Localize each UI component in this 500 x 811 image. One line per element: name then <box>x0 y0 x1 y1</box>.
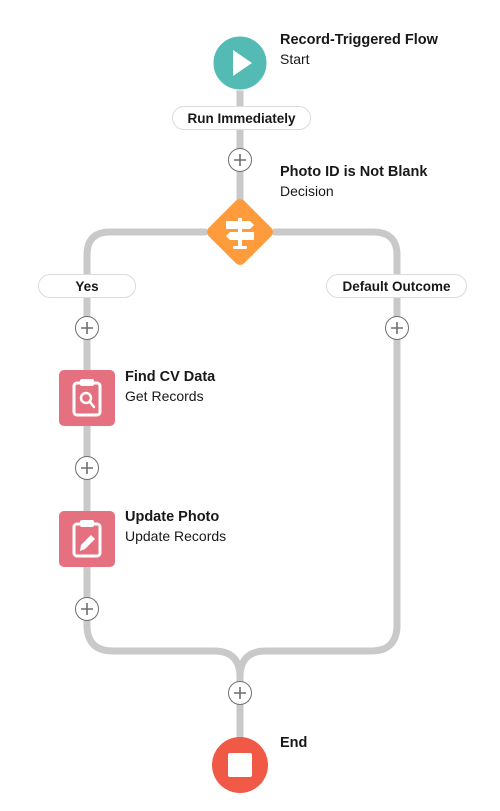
add-element-button[interactable] <box>75 316 99 340</box>
add-element-button[interactable] <box>75 597 99 621</box>
add-element-button[interactable] <box>385 316 409 340</box>
edit-clipboard-icon <box>72 520 102 558</box>
end-title: End <box>280 735 308 751</box>
update-records-subtitle: Update Records <box>125 528 227 544</box>
run-immediately-label[interactable]: Run Immediately <box>172 106 311 130</box>
search-clipboard-icon <box>72 379 102 417</box>
plus-icon <box>234 154 246 166</box>
plus-icon <box>81 603 93 615</box>
outcome-default-label[interactable]: Default Outcome <box>326 274 467 298</box>
outcome-yes-label[interactable]: Yes <box>38 274 136 298</box>
decision-subtitle: Decision <box>280 183 334 199</box>
plus-icon <box>81 322 93 334</box>
connector-yes-branch <box>83 228 244 681</box>
decision-node[interactable] <box>205 197 276 268</box>
connector-default-branch <box>236 228 401 681</box>
stop-icon <box>228 753 252 777</box>
play-icon <box>233 50 252 76</box>
get-records-subtitle: Get Records <box>125 388 204 404</box>
add-element-button[interactable] <box>228 148 252 172</box>
plus-icon <box>391 322 403 334</box>
update-records-title: Update Photo <box>125 509 220 525</box>
get-records-node[interactable] <box>59 370 115 426</box>
start-title: Record-Triggered Flow <box>280 32 438 48</box>
start-subtitle: Start <box>280 51 310 67</box>
decision-title: Photo ID is Not Blank <box>280 164 428 180</box>
start-node[interactable] <box>212 35 268 91</box>
end-node[interactable] <box>212 737 268 793</box>
add-element-button[interactable] <box>75 456 99 480</box>
plus-icon <box>234 687 246 699</box>
signpost-icon <box>226 218 254 249</box>
get-records-title: Find CV Data <box>125 369 216 385</box>
add-element-button[interactable] <box>228 681 252 705</box>
update-records-node[interactable] <box>59 511 115 567</box>
plus-icon <box>81 462 93 474</box>
